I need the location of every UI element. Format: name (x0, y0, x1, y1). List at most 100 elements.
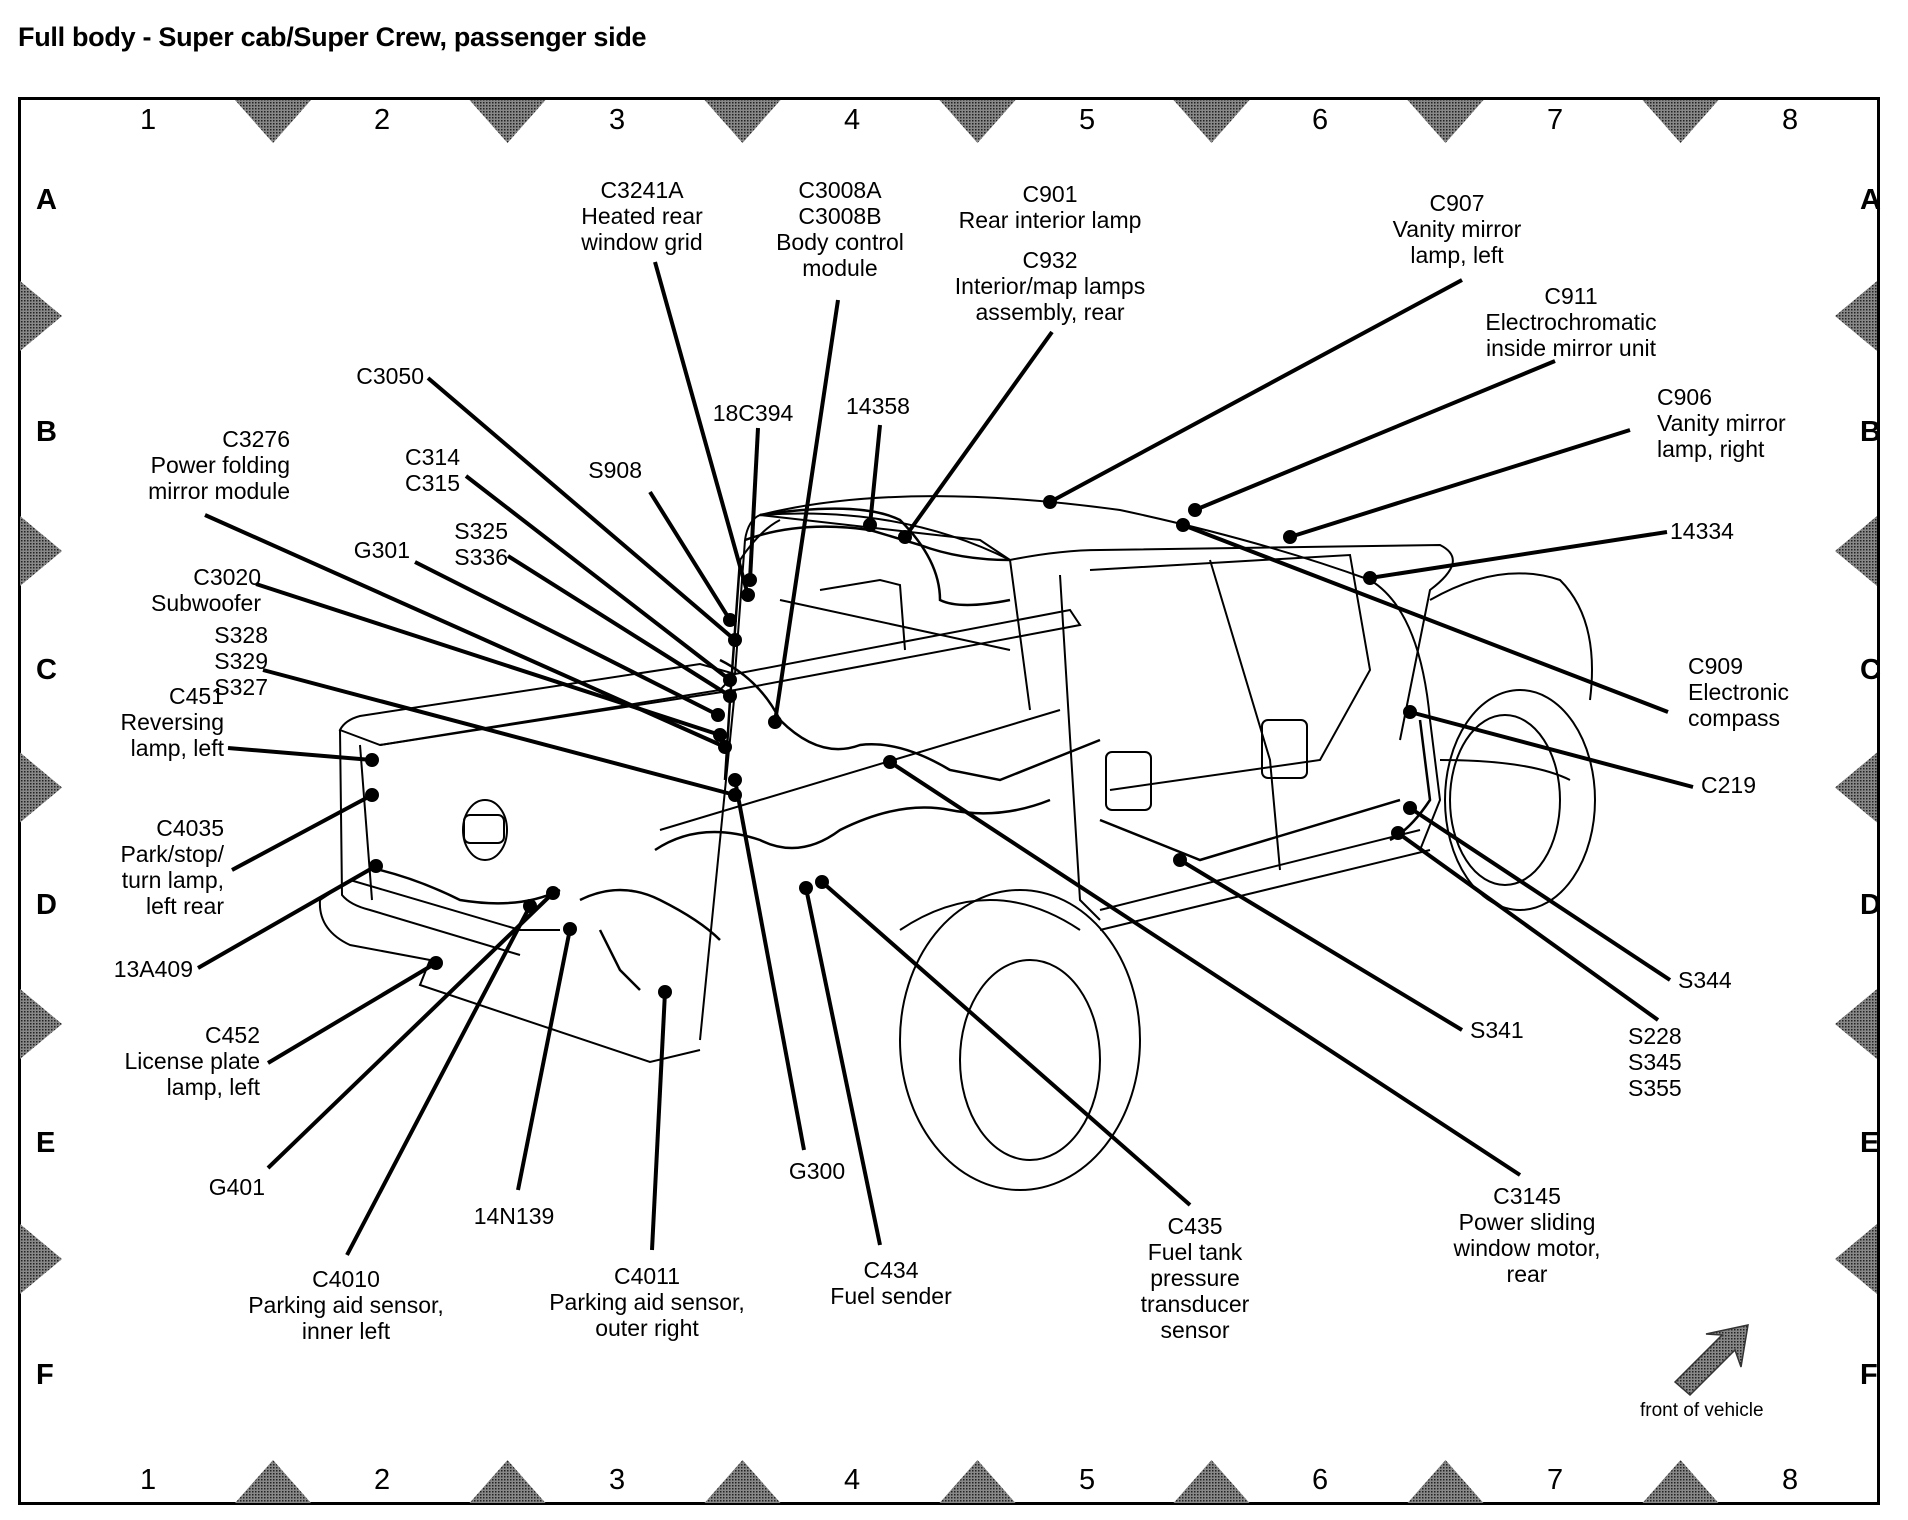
leader-line-c435 (820, 880, 1192, 1207)
grid-column-top-6: 6 (1312, 104, 1329, 136)
connector-point-g300 (728, 773, 742, 787)
callout-description: lamp, left (130, 735, 224, 761)
callout-description: Electrochromatic (1485, 309, 1657, 335)
callout-code: C451 (169, 683, 224, 709)
callout-description: lamp, left (1410, 242, 1504, 268)
grid-row-right-E: E (1860, 1127, 1880, 1159)
callout-c3050: C3050 (356, 363, 424, 389)
grid-marker-top (1642, 100, 1719, 143)
callout-description: turn lamp, (121, 867, 224, 893)
connector-point-n13a409 (369, 859, 383, 873)
callout-code: C435 (1167, 1213, 1223, 1239)
callout-description: C3008B (798, 203, 882, 229)
grid-column-bottom-1: 1 (140, 1464, 157, 1496)
connector-point-g401 (546, 886, 560, 900)
callout-description: S345 (1628, 1049, 1682, 1075)
callout-n14334: 14334 (1670, 518, 1734, 544)
grid-column-top-3: 3 (609, 104, 626, 136)
callout-s344: S344 (1678, 967, 1732, 993)
leader-line-s344 (1408, 806, 1672, 982)
arrow-up-right-icon (1673, 1324, 1749, 1397)
grid-marker-right (1835, 989, 1877, 1059)
callout-description: Power folding (150, 452, 290, 478)
callout-code: S325 (454, 518, 508, 544)
leader-line-s908 (648, 490, 732, 622)
callout-description: S327 (214, 674, 268, 700)
connector-point-c3145 (883, 755, 897, 769)
callout-code: 14358 (846, 393, 910, 419)
connector-point-s325 (723, 689, 737, 703)
grid-column-bottom-7: 7 (1547, 1464, 1564, 1496)
callout-code: C3050 (356, 363, 424, 389)
grid-marker-top (1407, 100, 1484, 143)
connector-point-c434 (799, 881, 813, 895)
callout-description: lamp, left (166, 1074, 260, 1100)
front-of-vehicle-label: front of vehicle (1640, 1400, 1764, 1421)
connector-point-c3050 (728, 633, 742, 647)
grid-row-right-C: C (1860, 654, 1881, 686)
leader-line-c906 (1289, 428, 1631, 539)
connector-point-c4010 (523, 899, 537, 913)
connector-point-c314 (723, 673, 737, 687)
connector-point-c909 (1176, 518, 1190, 532)
connector-point-c4035 (365, 788, 379, 802)
leader-line-s228 (1396, 831, 1660, 1022)
callout-description: Fuel sender (830, 1283, 952, 1309)
callout-code: C314 (405, 444, 460, 470)
callout-description: Power sliding (1458, 1209, 1596, 1235)
connector-point-s344 (1403, 801, 1417, 815)
grid-column-top-2: 2 (374, 104, 391, 136)
grid-column-top-7: 7 (1547, 104, 1564, 136)
connector-point-g301 (711, 708, 725, 722)
connector-point-c3276 (718, 740, 732, 754)
callout-description: Heated rear (581, 203, 703, 229)
callout-code: C909 (1688, 653, 1743, 679)
callout-code: C3241A (600, 177, 684, 203)
grid-row-right-D: D (1860, 889, 1881, 921)
grid-marker-right (1835, 1224, 1877, 1294)
leader-line-c314 (464, 474, 732, 682)
callout-g300: G300 (789, 1158, 845, 1184)
connector-point-c3020 (713, 728, 727, 742)
grid-marker-bottom (1642, 1460, 1719, 1503)
grid-marker-bottom (939, 1460, 1016, 1503)
leader-line-c451 (227, 746, 373, 762)
grid-marker-right (1835, 281, 1877, 351)
leader-line-g300 (733, 779, 806, 1151)
callout-description: Fuel tank (1147, 1239, 1243, 1265)
grid-marker-left (20, 516, 62, 586)
leader-line-n14358 (868, 424, 882, 526)
callout-description: Electronic (1688, 679, 1789, 705)
leader-line-n14334 (1369, 530, 1668, 580)
leader-line-c3241a (653, 261, 750, 596)
grid-column-top-1: 1 (140, 104, 157, 136)
leader-line-c3008 (773, 299, 840, 723)
callout-description: S355 (1628, 1075, 1682, 1101)
callout-code: C434 (863, 1257, 919, 1283)
callout-code: 13A409 (113, 956, 193, 982)
callout-code: C906 (1657, 384, 1712, 410)
leader-line-c932 (903, 330, 1054, 539)
grid-row-left-D: D (36, 889, 57, 921)
callout-code: G301 (353, 537, 410, 563)
grid-row-left-B: B (36, 416, 57, 448)
connector-point-n18c394 (743, 573, 757, 587)
callout-code: C3020 (193, 564, 261, 590)
callout-description: assembly, rear (975, 299, 1125, 325)
connector-point-c911 (1188, 503, 1202, 517)
callout-description: Vanity mirror (1392, 216, 1522, 242)
grid-marker-top (469, 100, 546, 143)
callout-description: compass (1688, 705, 1781, 731)
